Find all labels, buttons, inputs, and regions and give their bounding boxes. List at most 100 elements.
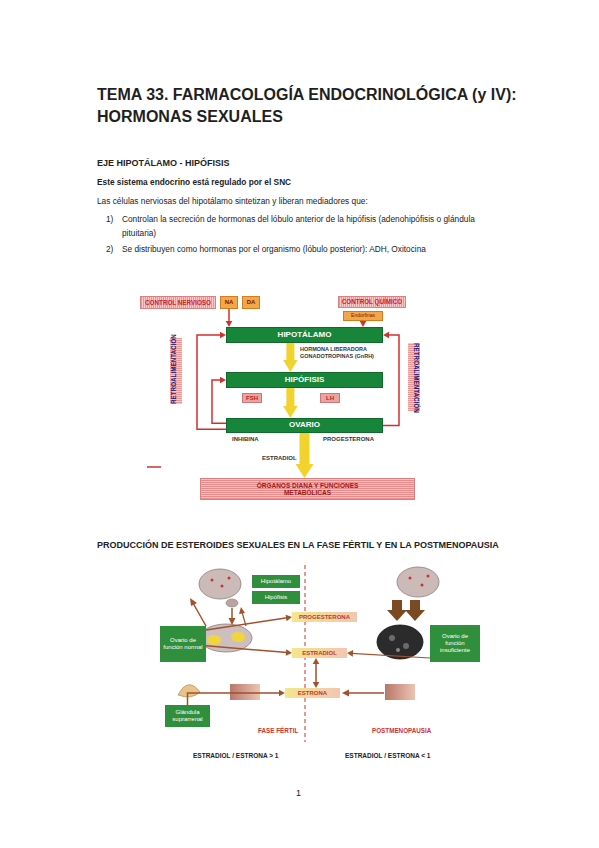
arrow-head bbox=[190, 598, 197, 606]
connector bbox=[212, 377, 226, 424]
organ-tag: Hipotálamo bbox=[252, 575, 300, 588]
ovary-spot bbox=[389, 635, 395, 641]
list-number: 2) bbox=[106, 242, 120, 256]
connector bbox=[206, 646, 292, 656]
node-text: CONTROL QUÍMICO bbox=[342, 298, 402, 305]
arrow-head bbox=[296, 464, 314, 478]
hormone-box: FSH bbox=[242, 393, 262, 403]
red-dash bbox=[147, 466, 161, 468]
tissue-drawing bbox=[385, 684, 415, 700]
ratio-label: ESTRADIOL / ESTRONA < 1 bbox=[345, 752, 445, 759]
node-text: OVARIO bbox=[289, 421, 320, 430]
brain-drawing bbox=[397, 567, 439, 597]
connector bbox=[296, 433, 314, 478]
connector-line bbox=[300, 433, 310, 467]
list-number: 1) bbox=[106, 212, 120, 226]
feedback-label: RETROALIMENTACIÓN bbox=[170, 338, 182, 404]
arrow-head bbox=[229, 618, 236, 625]
organ-tag: Ovario de función insuficiente bbox=[430, 625, 480, 662]
arrow-head bbox=[313, 658, 320, 664]
connector-line bbox=[206, 618, 287, 630]
ovary-drawing bbox=[377, 625, 423, 659]
big-arrow bbox=[405, 600, 425, 621]
feedback-label: RETROALIMENTACIÓN bbox=[408, 343, 420, 411]
hormone-bar: ESTRADIOL bbox=[292, 648, 347, 658]
connector bbox=[347, 650, 430, 658]
node-text: ESTRADIOL bbox=[302, 650, 337, 657]
connector-line bbox=[206, 646, 287, 653]
connector bbox=[188, 690, 286, 705]
brain-dot bbox=[228, 577, 231, 580]
body-text: Este sistema endocrino está regulado por… bbox=[97, 177, 517, 187]
brain-dot bbox=[211, 579, 214, 582]
node-text: Ovario de función normal bbox=[163, 637, 203, 650]
node-text: Ovario de función insuficiente bbox=[433, 633, 477, 653]
brain-dot bbox=[421, 584, 424, 587]
connector-line bbox=[228, 309, 230, 322]
brain-dot bbox=[409, 577, 412, 580]
node-text: FSH bbox=[246, 395, 258, 402]
connector-line bbox=[315, 663, 317, 683]
arrow-head bbox=[342, 690, 349, 697]
adrenal-drawing bbox=[178, 685, 200, 697]
connector bbox=[206, 615, 292, 630]
target-band: ÓRGANOS DIANA Y FUNCIONES METABÓLICAS bbox=[200, 478, 415, 500]
brain-drawing bbox=[199, 569, 241, 599]
connector-line bbox=[286, 343, 294, 362]
arrow-line bbox=[193, 603, 206, 626]
list-item: Se distribuyen como hormonas por el orga… bbox=[122, 242, 507, 256]
section-heading: PRODUCCIÓN DE ESTEROIDES SEXUALES EN LA … bbox=[97, 540, 527, 550]
node-text: Endorfinas bbox=[351, 313, 375, 319]
organ-tag: Ovario de función normal bbox=[160, 626, 206, 662]
ratio-label: ESTRADIOL / ESTRONA > 1 bbox=[193, 752, 293, 759]
connector-line bbox=[212, 380, 226, 423]
list-item: Controlan la secreción de hormonas del l… bbox=[122, 212, 507, 240]
node-text: ESTRONA bbox=[298, 690, 327, 697]
node-text: NA bbox=[225, 299, 234, 306]
arrow-head bbox=[283, 406, 297, 418]
phase-label: FASE FÉRTIL bbox=[258, 727, 303, 734]
hormone-label: INHIBINA bbox=[232, 436, 282, 442]
pituitary-drawing bbox=[226, 599, 238, 607]
arrow-head bbox=[239, 607, 245, 614]
section-heading: EJE HIPOTÁLAMO - HIPÓFISIS bbox=[97, 158, 497, 168]
connector bbox=[283, 343, 297, 372]
mediator-box: DA bbox=[242, 296, 260, 309]
phase-label: POSTMENOPAUSIA bbox=[372, 727, 432, 734]
connector bbox=[313, 658, 320, 688]
connector-line bbox=[188, 693, 281, 705]
node-text: Hipófisis bbox=[265, 594, 288, 601]
ovary-drawing bbox=[200, 624, 252, 652]
arrow-line bbox=[347, 692, 384, 694]
node-text: HIPOTÁLAMO bbox=[278, 331, 332, 340]
hormone-bar: PROGESTERONA bbox=[292, 612, 357, 622]
node-text: LH bbox=[326, 395, 334, 402]
connector-line bbox=[197, 335, 226, 429]
organ-band: HIPÓFISIS bbox=[226, 372, 383, 388]
page-number: 1 bbox=[296, 788, 306, 798]
connector-line bbox=[383, 335, 399, 426]
mediator-box: NA bbox=[220, 296, 238, 309]
brain-dot bbox=[427, 575, 430, 578]
node-text: DA bbox=[247, 299, 256, 306]
organ-tag: Hipófisis bbox=[252, 591, 300, 604]
hormone-label: PROGESTERONA bbox=[323, 436, 383, 442]
node-text: Hipotálamo bbox=[261, 578, 291, 585]
ovary-follicle bbox=[231, 632, 245, 642]
mediator-box: Endorfinas bbox=[343, 311, 383, 321]
ovary-spot bbox=[403, 643, 409, 649]
node-text: Glándula suprarrenal bbox=[167, 709, 209, 722]
organ-tag: Glándula suprarrenal bbox=[165, 705, 210, 727]
tissue-drawing bbox=[230, 684, 260, 700]
node-text: HIPÓFISIS bbox=[285, 376, 325, 385]
node-text: PROGESTERONA bbox=[299, 614, 350, 621]
body-text: Las células nerviosas del hipotálamo sin… bbox=[97, 194, 517, 208]
connector-line bbox=[352, 653, 430, 658]
organ-band: HIPOTÁLAMO bbox=[226, 327, 383, 343]
arrow-head bbox=[383, 332, 389, 339]
brain-dot bbox=[221, 585, 224, 588]
connector bbox=[226, 309, 233, 327]
connector bbox=[197, 332, 226, 430]
control-box: CONTROL NERVIOSO bbox=[140, 296, 216, 309]
